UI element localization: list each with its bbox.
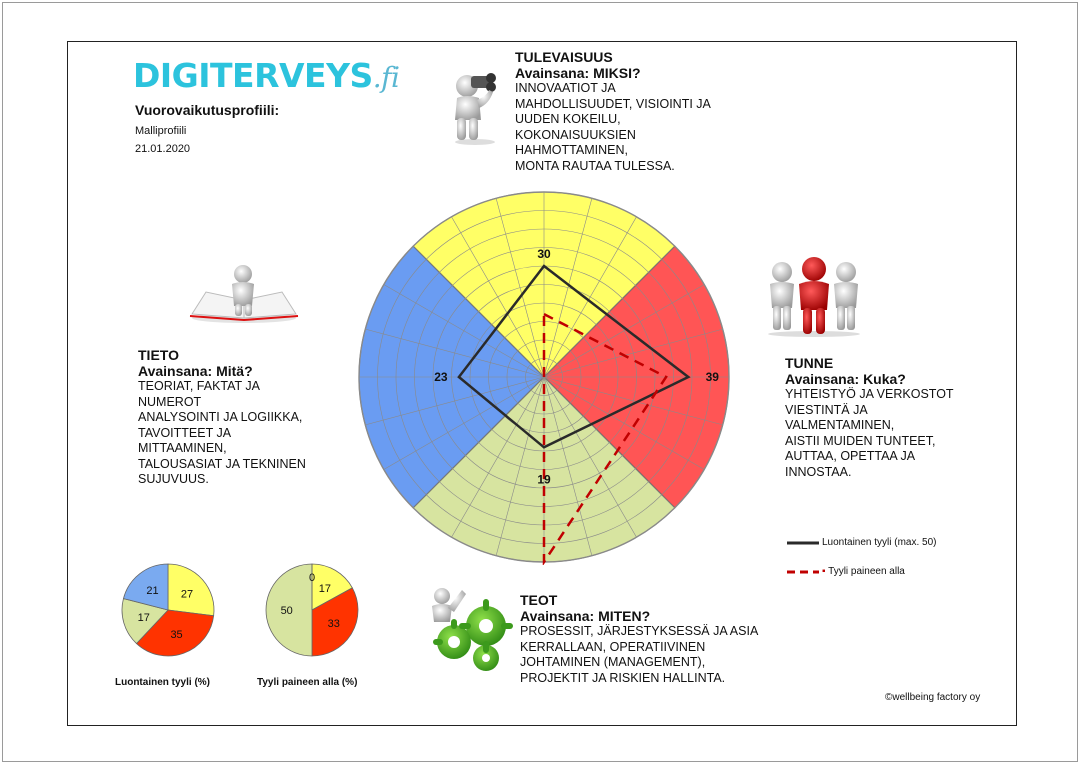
legend-label-text: Tyyli paineen alla [828,566,905,577]
section-keyword: Avainsana: Mitä? [138,363,253,379]
legend-label-paineen-alla: ▪ Tyyli paineen alla [822,566,905,577]
section-line: TALOUSASIAT JA TEKNINEN [138,456,306,471]
radar-spoke [543,284,705,378]
radar-chart: 30 39 19 23 [358,191,730,565]
section-keyword: Avainsana: MIKSI? [515,65,641,81]
radar-spoke [543,376,637,538]
section-line: KERRALLAAN, OPERATIIVINEN [520,639,706,654]
pie-slice-label: 50 [281,605,293,617]
logo-main: DIGITERVEYS [133,56,373,95]
binoculars-figure-icon [455,73,496,145]
pie-chart-paineen-alla: 17 33 50 0 [265,563,359,657]
gears-figure-icon [432,588,513,671]
radar-spoke [543,198,593,378]
pie-slice [311,563,353,611]
section-tieto: TIETO Avainsana: Mitä? TEORIAT, FAKTAT J… [138,347,306,488]
radar-spoke [412,245,545,378]
profile-name: Malliprofiili [135,125,187,137]
pie-slice [122,563,169,611]
section-line: VIESTINTÄ JA [785,402,868,417]
section-line: INNOVAATIOT JA [515,81,616,95]
radar-spoke [451,376,545,538]
pie-title-luontainen: Luontainen tyyli (%) [115,677,210,688]
section-title: TULEVAISUUS [515,49,613,65]
pie-slice-label: 17 [319,583,331,595]
section-line: MAHDOLLISUUDET, VISIOINTI JA [515,96,711,111]
radar-spoke [543,328,723,378]
section-title: TIETO [138,347,179,363]
radar-spoke [383,284,545,378]
radar-value-label: 23 [434,370,448,384]
page-border [67,41,1017,726]
legend-label-luontainen: Luontainen tyyli (max. 50) [822,537,937,548]
section-line: PROSESSIT, JÄRJESTYKSESSÄ JA ASIA [520,624,759,638]
radar-series-luontainen [457,264,691,449]
section-tulevaisuus: TULEVAISUUS Avainsana: MIKSI? INNOVAATIO… [515,49,711,174]
radar-spoke [412,376,545,509]
section-title: TUNNE [785,355,834,371]
radar-spoke [383,376,545,470]
section-line: MONTA RAUTAA TULESSA. [515,158,675,173]
radar-spoke [495,198,545,378]
pie-slice [135,609,215,657]
radar-spoke [543,376,676,509]
radar-spoke [365,376,545,426]
section-line: MITTAAMINEN, [138,441,227,455]
section-keyword: Avainsana: MITEN? [520,608,651,624]
radar-spoke [451,216,545,378]
pie-slice-label: 0 [309,572,315,584]
logo: DIGITERVEYS.fi [133,56,400,98]
section-line: VALMENTAMINEN, [785,418,895,432]
legend-swatches [787,541,819,574]
section-line: YHTEISTYÖ JA VERKOSTOT [785,387,954,401]
book-figure-icon [189,265,299,323]
pie-slice [311,587,359,657]
pie-slice-label: 33 [328,618,340,630]
pie-slice-label: 17 [138,612,150,624]
radar-spoke [543,376,723,426]
section-line: KOKONAISUUKSIEN [515,127,636,142]
radar-value-label: 39 [706,370,720,384]
copyright: ©wellbeing factory oy [885,692,981,703]
radar-spoke [543,245,676,378]
pie-slice [121,598,169,645]
radar-series-paineen-alla [542,312,668,565]
section-tunne: TUNNE Avainsana: Kuka? YHTEISTYÖ JA VERK… [785,355,954,480]
pie-title-paineen-alla: Tyyli paineen alla (%) [257,677,358,688]
pie-chart-luontainen: 27 35 17 21 [121,563,215,657]
radar-spoke [543,216,637,378]
section-line: AUTTAA, OPETTAA JA [785,449,916,463]
section-line: TEORIAT, FAKTAT JA [138,379,261,393]
section-line: SUJUVUUS. [138,472,209,486]
radar-spoke [495,376,545,556]
profile-title: Vuorovaikutusprofiili: [135,102,280,118]
radar-value-label: 30 [537,247,551,261]
pie-slice-label: 35 [170,629,182,641]
radar-spoke [543,376,705,470]
radar-spoke [365,328,545,378]
pie-slice [167,563,215,617]
radar-value-label: 19 [537,472,551,486]
section-line: NUMEROT [138,394,202,409]
pie-slice [265,563,313,657]
section-keyword: Avainsana: Kuka? [785,371,906,387]
section-line: TAVOITTEET JA [138,425,232,440]
section-line: AISTII MUIDEN TUNTEET, [785,433,936,448]
section-line: HAHMOTTAMINEN, [515,143,628,157]
section-title: TEOT [520,592,558,608]
logo-suffix: .fi [372,61,400,94]
radar-spoke [543,376,593,556]
pie-slice-label: 21 [146,585,158,597]
section-line: PROJEKTIT JA RISKIEN HALLINTA. [520,670,726,685]
pie-slice-label: 27 [181,588,193,600]
section-teot: TEOT Avainsana: MITEN? PROSESSIT, JÄRJES… [520,592,758,686]
section-line: UUDEN KOKEILU, [515,112,621,126]
team-figures-icon [768,257,860,337]
section-line: ANALYSOINTI JA LOGIIKKA, [138,410,303,424]
profile-date: 21.01.2020 [135,143,191,155]
section-line: JOHTAMINEN (MANAGEMENT), [520,655,706,669]
section-line: INNOSTAA. [785,464,852,479]
